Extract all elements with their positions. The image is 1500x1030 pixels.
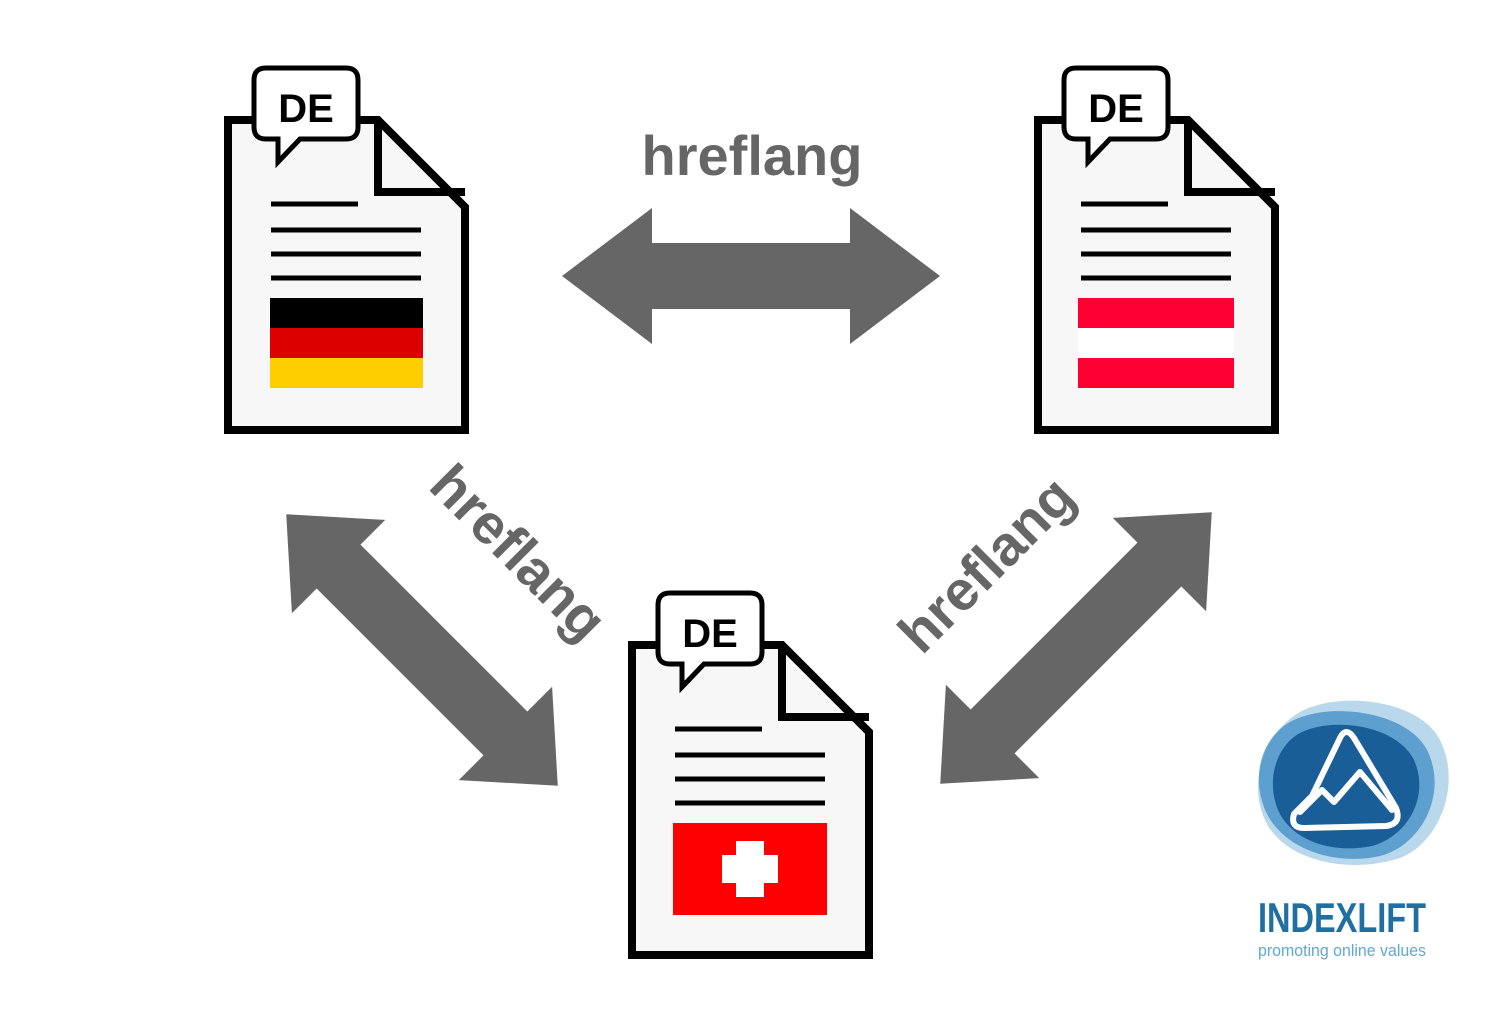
link-label-germany-switzerland: hreflang <box>418 452 619 653</box>
arrow-germany-austria <box>562 208 940 344</box>
document-fold <box>1184 120 1275 196</box>
text-lines <box>675 726 825 806</box>
language-bubble: DE <box>251 65 361 169</box>
language-tag: DE <box>278 87 334 131</box>
link-label-germany-austria: hreflang <box>642 124 863 187</box>
language-tag: DE <box>682 612 738 656</box>
logo-tagline: promoting online values <box>1258 941 1426 960</box>
arrow-austria-switzerland <box>940 512 1212 784</box>
flag-switzerland <box>673 823 827 915</box>
document-germany: DE <box>224 65 469 434</box>
language-bubble: DE <box>655 590 765 694</box>
document-fold <box>374 120 465 196</box>
document-austria: DE <box>1034 65 1279 434</box>
flag-austria <box>1078 298 1234 388</box>
document-fold <box>778 645 869 721</box>
indexlift-emblem-icon <box>1258 700 1449 865</box>
indexlift-logo: INDEXLIFT promoting online values <box>1258 700 1449 960</box>
language-tag: DE <box>1088 87 1144 131</box>
language-bubble: DE <box>1061 65 1171 169</box>
text-lines <box>1081 201 1231 281</box>
text-lines <box>271 201 421 281</box>
flag-germany <box>270 298 423 388</box>
logo-name: INDEXLIFT <box>1258 894 1426 941</box>
document-switzerland: DE <box>628 590 873 959</box>
arrow-germany-switzerland <box>286 514 558 786</box>
